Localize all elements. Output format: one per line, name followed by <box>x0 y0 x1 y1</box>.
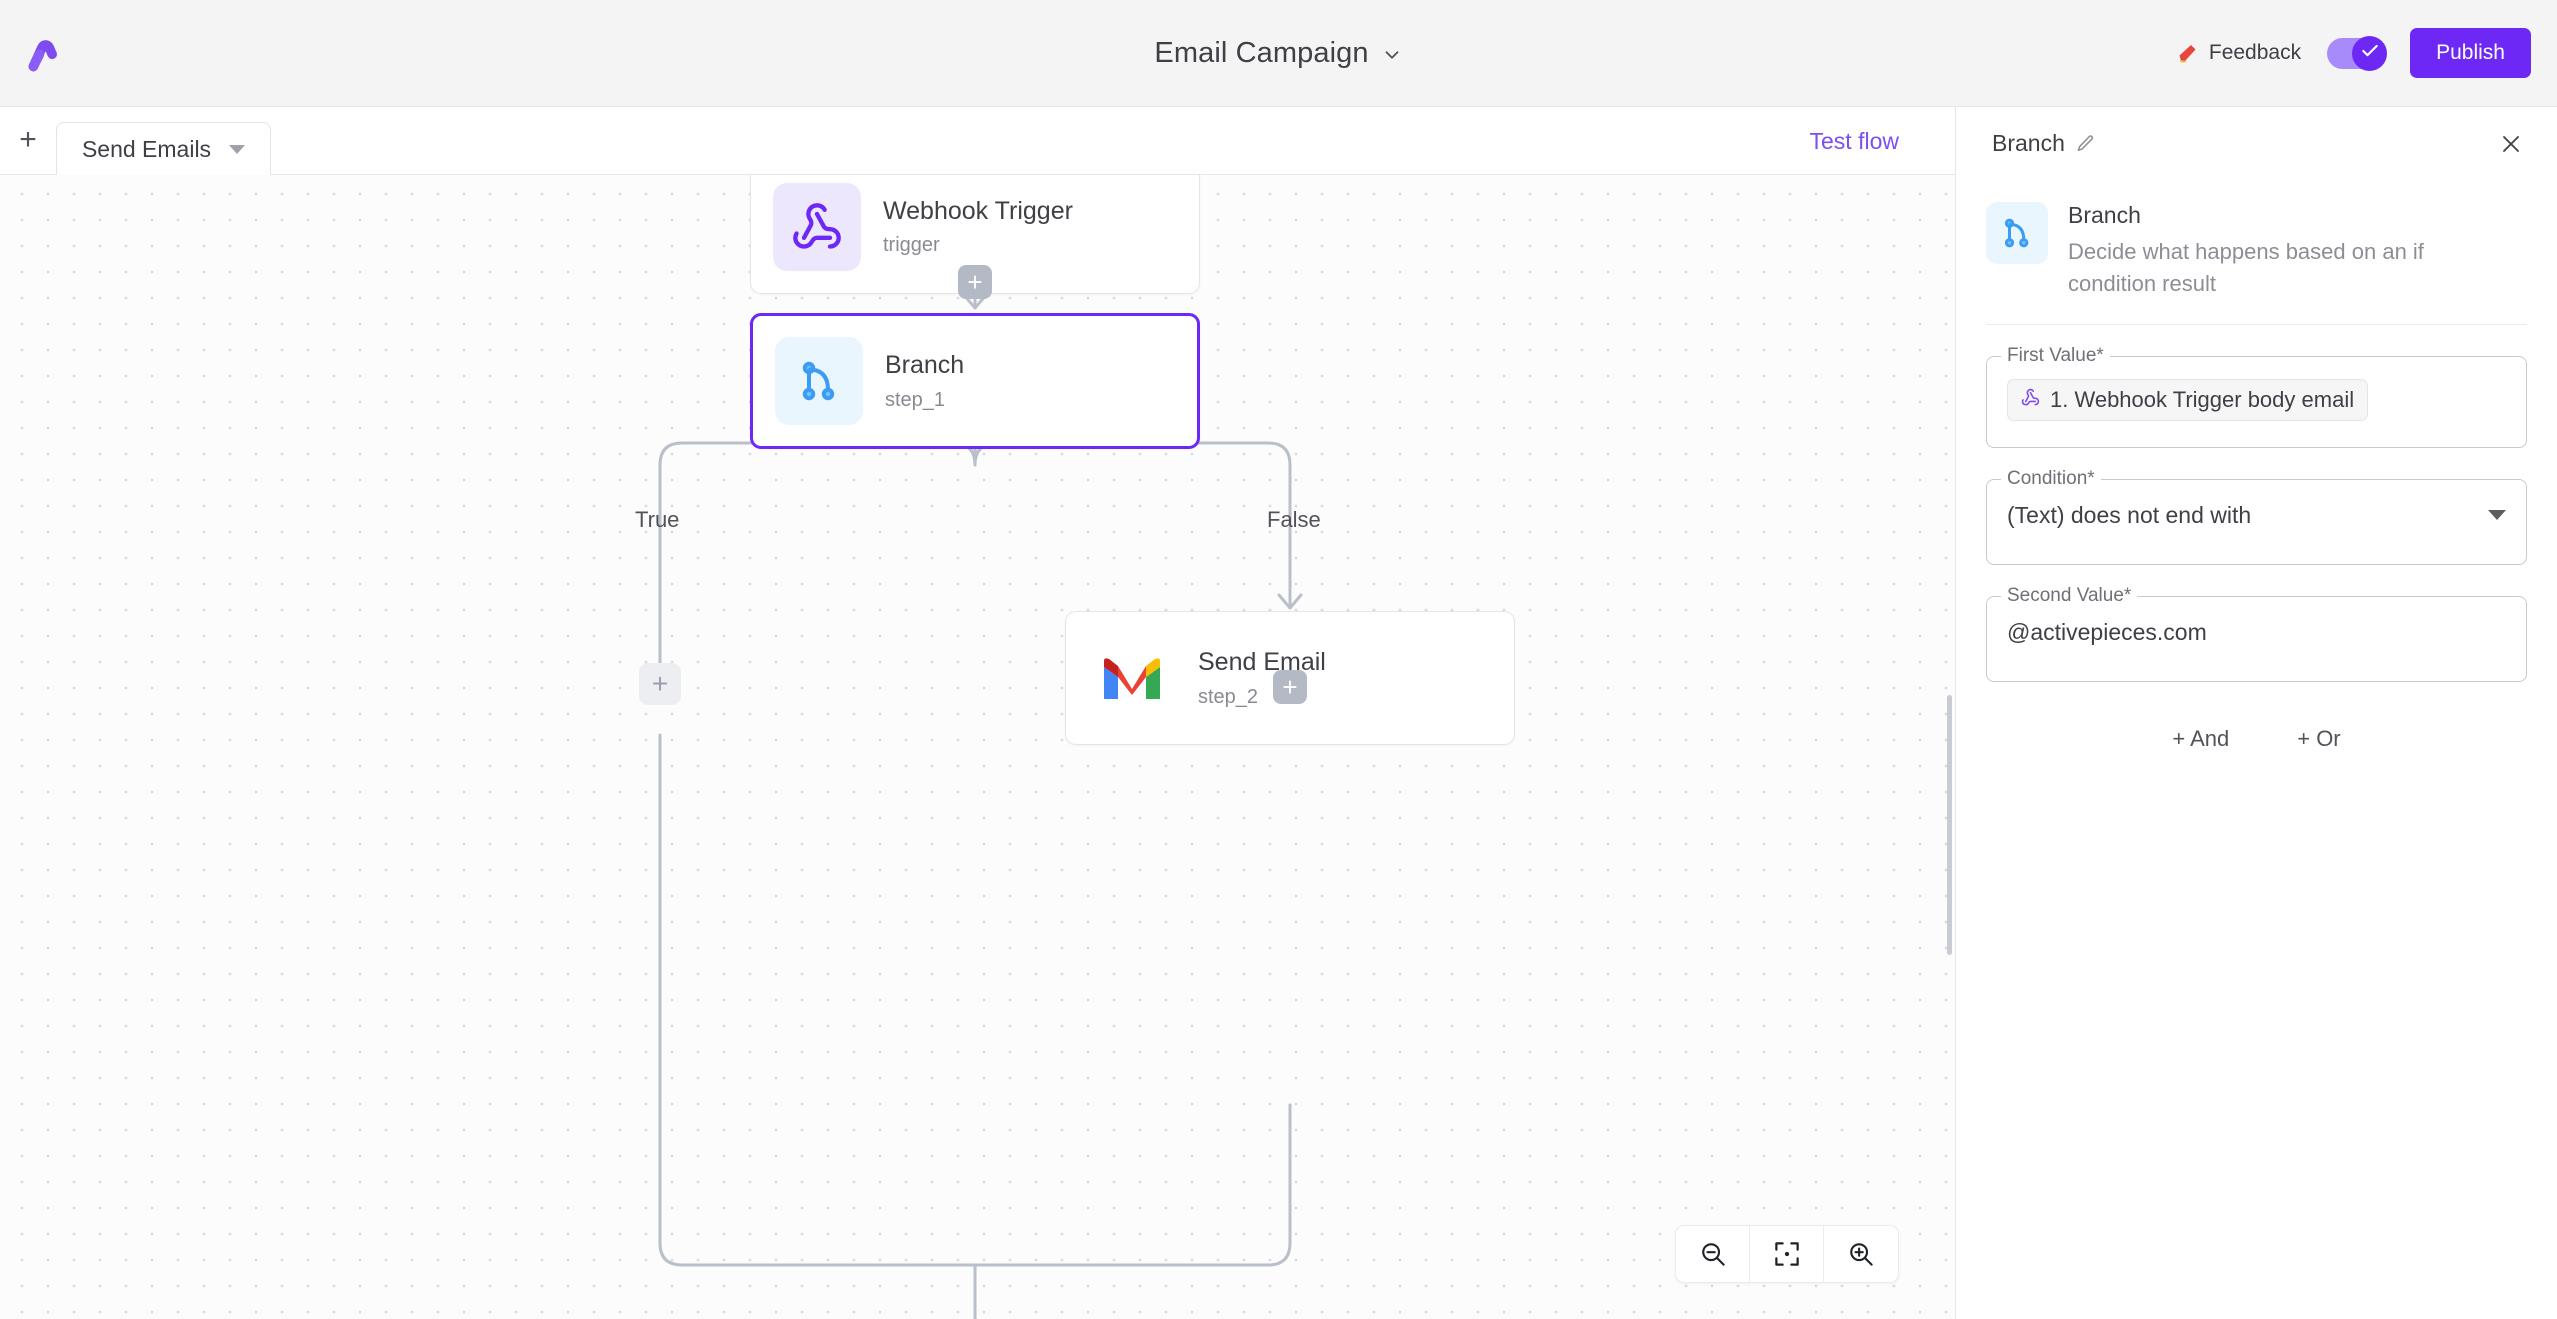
piece-name: Branch <box>2068 202 2141 228</box>
feedback-label: Feedback <box>2208 41 2302 64</box>
add-or-button[interactable]: + Or <box>2297 725 2341 751</box>
flow-title-group: Email Campaign <box>0 0 2557 106</box>
condition-value: (Text) does not end with <box>2007 501 2252 528</box>
canvas-scrollbar[interactable] <box>1947 695 1952 955</box>
node-text: Webhook Trigger trigger <box>883 196 1073 257</box>
step-settings-panel: Branch Branch Decide what happen <box>1955 107 2557 1319</box>
flow-connectors <box>658 242 1303 1319</box>
close-icon[interactable] <box>2499 132 2523 156</box>
branch-icon <box>775 337 863 425</box>
zoom-in-icon[interactable] <box>1824 1226 1898 1282</box>
node-subtitle: trigger <box>883 234 940 257</box>
piece-text: Branch Decide what happens based on an i… <box>2068 202 2463 300</box>
add-flow-button[interactable]: + <box>0 106 56 174</box>
piece-description: Decide what happens based on an if condi… <box>2068 239 2424 296</box>
activepieces-logo-icon[interactable] <box>18 32 68 80</box>
branch-label-true: True <box>635 507 680 532</box>
fit-to-view-icon[interactable] <box>1750 1226 1824 1282</box>
field-first-value[interactable]: First Value* 1. Webhook Trigger body ema… <box>1986 344 2527 448</box>
feedback-button[interactable]: Feedback <box>2176 41 2301 65</box>
toggle-knob <box>2352 35 2388 71</box>
add-step-after-send-email[interactable]: + <box>1273 670 1307 704</box>
node-subtitle: step_2 <box>1198 685 1259 708</box>
triangle-down-icon[interactable] <box>2488 510 2506 521</box>
node-subtitle: step_1 <box>885 388 946 411</box>
field-label-second-value: Second Value* <box>2001 584 2138 607</box>
check-icon <box>2360 41 2380 66</box>
field-label-first-value: First Value* <box>2001 344 2110 367</box>
field-second-value[interactable]: Second Value* @activepieces.com <box>1986 584 2527 682</box>
mention-chip-first-value[interactable]: 1. Webhook Trigger body email <box>2007 378 2369 421</box>
zoom-controls <box>1675 1225 1899 1283</box>
second-value-input[interactable]: @activepieces.com <box>2007 618 2207 645</box>
branch-label-false: False <box>1267 507 1321 532</box>
megaphone-icon <box>2176 41 2200 65</box>
node-send-email[interactable]: Send Email step_2 <box>1065 611 1515 745</box>
publish-button[interactable]: Publish <box>2410 28 2531 78</box>
mention-chip-label: 1. Webhook Trigger body email <box>2050 386 2355 412</box>
chevron-down-icon[interactable] <box>1381 44 1403 66</box>
pencil-icon[interactable] <box>2076 134 2095 153</box>
field-condition[interactable]: Condition* (Text) does not end with <box>1986 467 2527 565</box>
node-title: Branch <box>885 351 965 380</box>
webhook-icon <box>773 182 861 271</box>
add-step-true-branch[interactable]: + <box>639 663 681 705</box>
tab-send-emails[interactable]: Send Emails <box>56 122 271 175</box>
branch-icon <box>1986 202 2048 264</box>
node-text: Send Email step_2 <box>1198 647 1326 708</box>
add-and-button[interactable]: + And <box>2172 725 2230 751</box>
webhook-icon <box>2021 387 2040 413</box>
node-title: Send Email <box>1198 648 1326 677</box>
add-step-between-trigger-branch[interactable]: + <box>958 265 992 299</box>
flow-canvas[interactable]: Webhook Trigger trigger + Branch step_1 … <box>0 175 1955 1319</box>
flow-enabled-toggle[interactable] <box>2327 35 2388 71</box>
tab-label: Send Emails <box>81 135 212 162</box>
zoom-out-icon[interactable] <box>1676 1226 1750 1282</box>
node-title: Webhook Trigger <box>883 196 1073 225</box>
condition-select[interactable]: (Text) does not end with <box>2007 502 2506 529</box>
flow-tabs-bar: + Send Emails Test flow <box>0 107 1955 175</box>
panel-title: Branch <box>1992 130 2065 156</box>
node-text: Branch step_1 <box>885 350 964 411</box>
app-header: Email Campaign Feedback <box>0 0 2557 107</box>
page-title[interactable]: Email Campaign <box>1154 36 1369 69</box>
plus-icon: + <box>19 123 37 156</box>
node-branch[interactable]: Branch step_1 <box>750 313 1200 449</box>
test-flow-button[interactable]: Test flow <box>1809 128 1899 154</box>
field-label-condition: Condition* <box>2001 467 2101 490</box>
gmail-icon <box>1088 634 1176 722</box>
condition-actions: + And + Or <box>1956 726 2557 752</box>
piece-summary-card: Branch Decide what happens based on an i… <box>1986 180 2527 325</box>
panel-header: Branch <box>1956 107 2557 180</box>
header-actions: Feedback Publish <box>2176 0 2531 106</box>
triangle-down-icon[interactable] <box>229 144 246 154</box>
